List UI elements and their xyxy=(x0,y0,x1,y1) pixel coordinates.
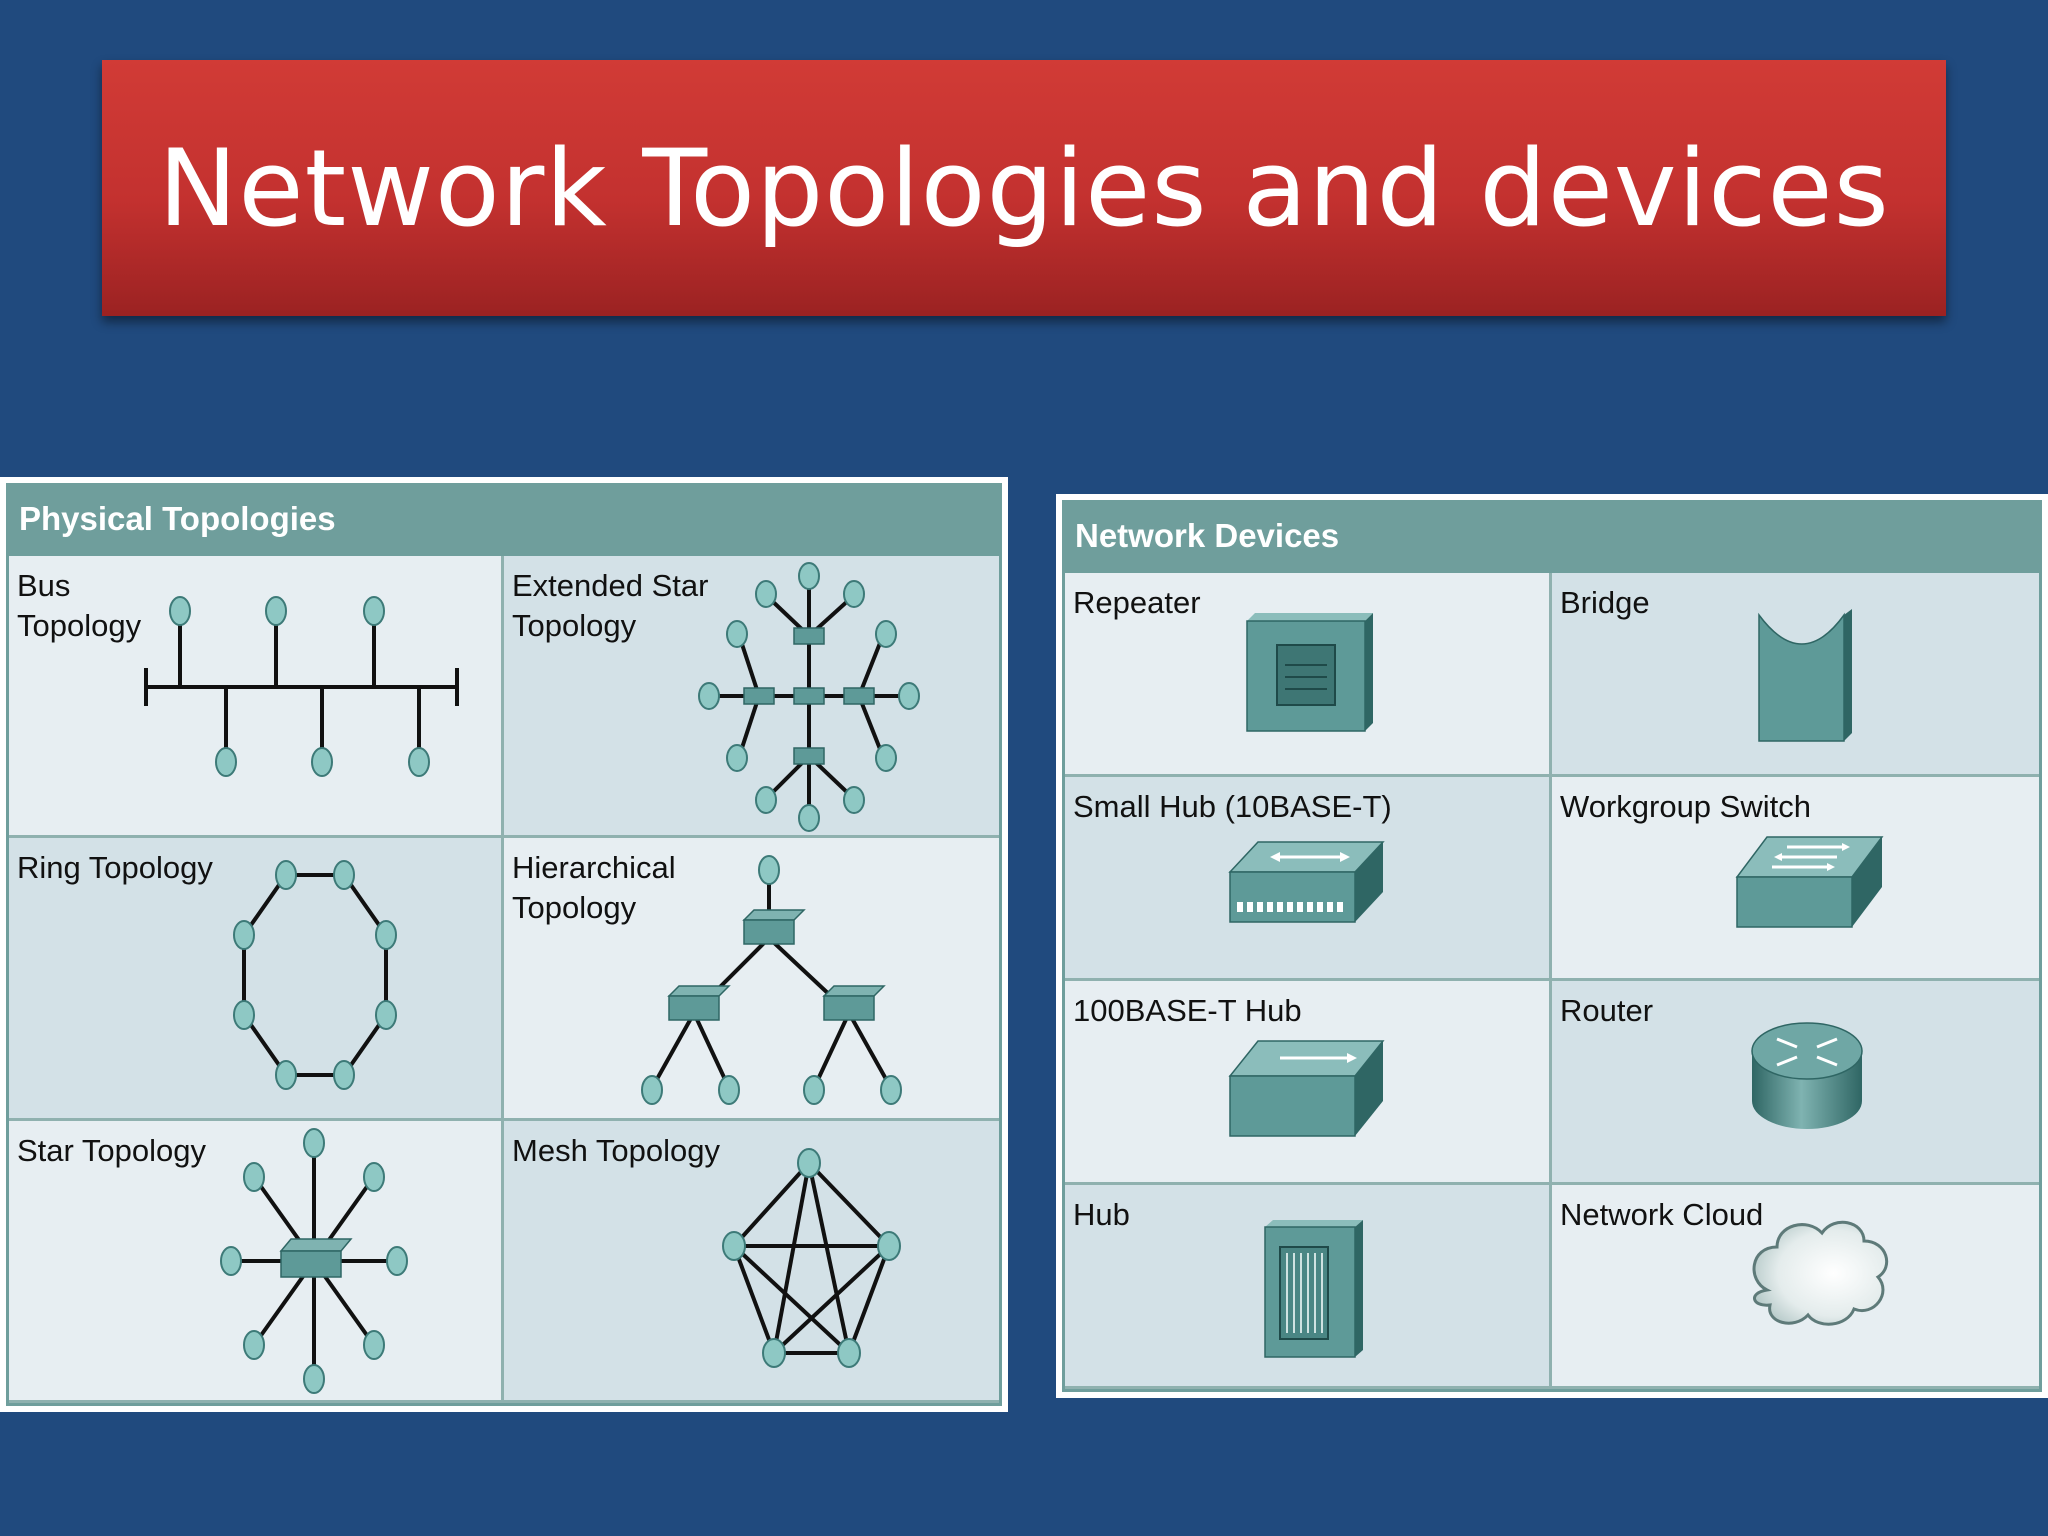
small-hub-cell: Small Hub (10BASE-T) xyxy=(1065,777,1552,981)
workgroup-switch-cell: Workgroup Switch xyxy=(1552,777,2039,981)
mesh-topology-icon xyxy=(722,1147,901,1368)
title-banner: Network Topologies and devices xyxy=(102,60,1946,316)
ring-topology-cell: Ring Topology xyxy=(9,838,504,1121)
hierarchical-topology-cell: Hierarchical Topology xyxy=(504,838,999,1121)
100base-t-hub-cell: 100BASE-T Hub xyxy=(1065,981,1552,1185)
physical-topologies-panel: Physical Topologies Bus Topology xyxy=(0,477,1008,1412)
workgroup-switch-icon xyxy=(1735,836,1884,928)
slide-title: Network Topologies and devices xyxy=(158,126,1890,250)
network-devices-header: Network Devices xyxy=(1065,503,2039,573)
star-topology-label: Star Topology xyxy=(17,1132,206,1168)
100base-t-hub-icon xyxy=(1228,1040,1385,1137)
bridge-cell: Bridge xyxy=(1552,573,2039,777)
hub-cell: Hub xyxy=(1065,1185,1552,1389)
extended-star-topology-label: Extended Star Topology xyxy=(512,568,709,643)
hierarchical-topology-label: Hierarchical Topology xyxy=(512,850,676,926)
bridge-label: Bridge xyxy=(1560,585,1650,620)
star-topology-icon xyxy=(220,1127,408,1394)
physical-topologies-header: Physical Topologies xyxy=(9,486,999,556)
repeater-cell: Repeater xyxy=(1065,573,1552,777)
bus-topology-cell: Bus Topology xyxy=(9,556,504,839)
extended-star-topology-cell: Extended Star Topology xyxy=(504,556,999,839)
hub-icon xyxy=(1264,1220,1363,1358)
repeater-icon xyxy=(1246,613,1373,732)
workgroup-switch-label: Workgroup Switch xyxy=(1560,789,1811,824)
star-topology-cell: Star Topology xyxy=(9,1120,504,1403)
bus-topology-label: Bus Topology xyxy=(17,568,142,643)
router-cell: Router xyxy=(1552,981,2039,1185)
bridge-icon xyxy=(1758,609,1852,742)
network-cloud-label: Network Cloud xyxy=(1560,1197,1764,1232)
100base-t-hub-label: 100BASE-T Hub xyxy=(1073,993,1302,1028)
hierarchical-topology-icon xyxy=(641,855,902,1106)
mesh-topology-label: Mesh Topology xyxy=(512,1132,720,1168)
ring-topology-label: Ring Topology xyxy=(17,850,213,886)
network-cloud-icon xyxy=(1752,1220,1889,1326)
hub-label: Hub xyxy=(1073,1197,1130,1232)
network-devices-panel: Network Devices Repeater Bridge xyxy=(1056,494,2048,1398)
extended-star-topology-icon xyxy=(698,562,920,832)
bus-topology-icon xyxy=(144,596,459,777)
ring-topology-icon xyxy=(233,860,397,1091)
network-cloud-cell: Network Cloud xyxy=(1552,1185,2039,1389)
small-hub-label: Small Hub (10BASE-T) xyxy=(1073,789,1392,824)
repeater-label: Repeater xyxy=(1073,585,1201,620)
router-label: Router xyxy=(1560,993,1654,1028)
small-hub-icon xyxy=(1228,841,1385,923)
router-icon xyxy=(1751,1022,1863,1129)
mesh-topology-cell: Mesh Topology xyxy=(504,1120,999,1403)
